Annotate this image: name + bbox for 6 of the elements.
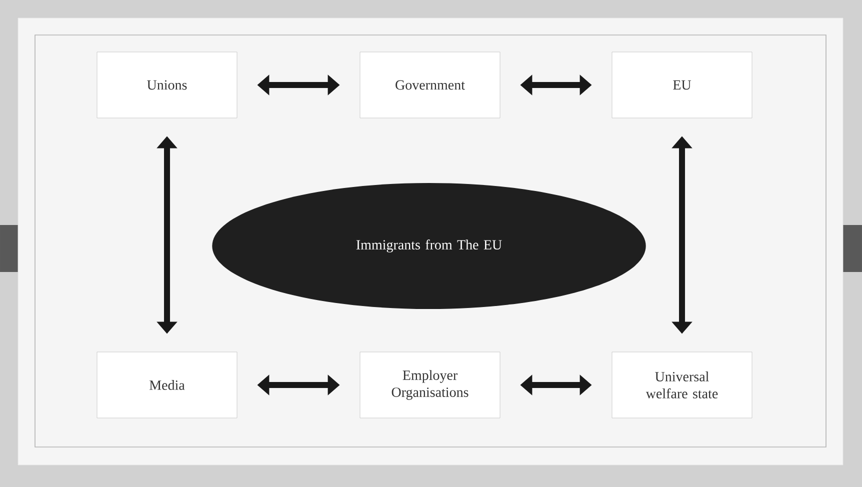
text-box: Unions xyxy=(96,52,238,118)
text-box: Employer Organisations xyxy=(360,352,500,418)
text-box: EU xyxy=(612,52,752,118)
text-box: Media xyxy=(96,352,238,418)
text-box: Government xyxy=(360,52,500,118)
text-box: Universal welfare state xyxy=(612,352,752,418)
